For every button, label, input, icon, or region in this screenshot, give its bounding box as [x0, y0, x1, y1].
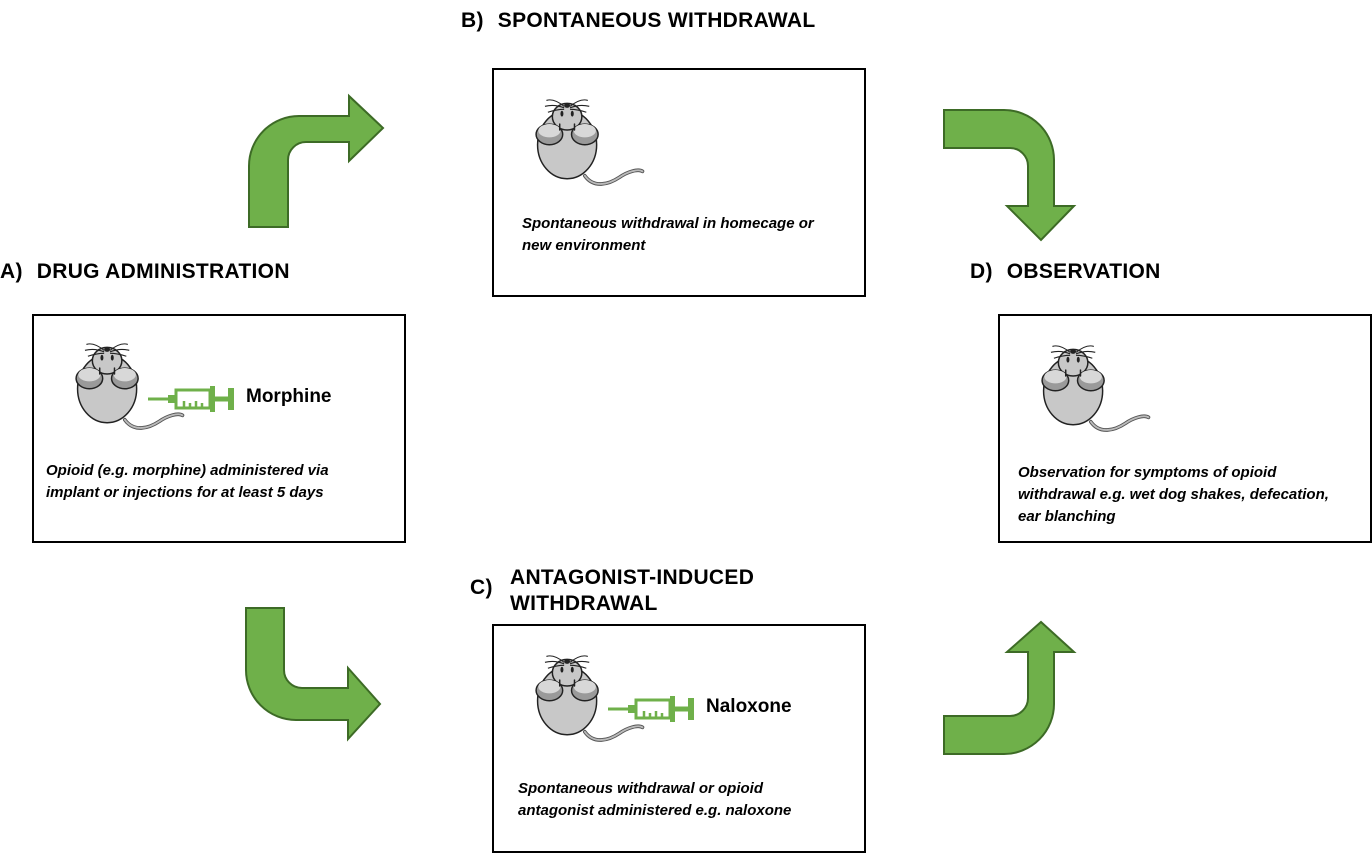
drug-administration-box: Morphine Opioid (e.g. morphine) administ… [32, 314, 406, 543]
section-a-caption-line2: implant or injections for at least 5 day… [46, 484, 324, 501]
section-c-caption-line2: antagonist administered e.g. naloxone [518, 802, 792, 819]
syringe-icon [148, 384, 238, 414]
section-b-caption-line1: Spontaneous withdrawal in homecage or [522, 215, 814, 232]
section-d-caption-line3: ear blanching [1018, 508, 1116, 525]
drug-label-morphine: Morphine [246, 386, 332, 407]
section-b-title: B) SPONTANEOUS WITHDRAWAL [461, 8, 815, 34]
section-a-title: A) DRUG ADMINISTRATION [0, 259, 290, 285]
section-b-caption-line2: new environment [522, 237, 646, 254]
section-d-caption: Observation for symptoms of opioid withd… [1018, 462, 1329, 528]
section-c-caption-line1: Spontaneous withdrawal or opioid [518, 780, 764, 797]
section-d-letter: D) [970, 260, 993, 283]
section-d-title-text: OBSERVATION [1006, 260, 1161, 283]
section-c-title-line1: ANTAGONIST-INDUCED [510, 566, 755, 589]
section-c-title-line2: WITHDRAWAL [510, 592, 658, 615]
mouse-icon [534, 96, 646, 192]
section-c-title: C) ANTAGONIST-INDUCED WITHDRAWAL [470, 565, 754, 617]
curved-arrow-icon [248, 93, 385, 228]
section-a-title-text: DRUG ADMINISTRATION [36, 260, 290, 283]
section-b-title-text: SPONTANEOUS WITHDRAWAL [497, 9, 816, 32]
section-d-caption-line1: Observation for symptoms of opioid [1018, 464, 1277, 481]
section-c-letter: C) [470, 576, 493, 599]
section-a-letter: A) [0, 260, 23, 283]
section-b-caption: Spontaneous withdrawal in homecage or ne… [522, 213, 814, 257]
curved-arrow-icon [943, 109, 1077, 242]
section-a-caption: Opioid (e.g. morphine) administered via … [46, 460, 329, 504]
section-c-caption: Spontaneous withdrawal or opioid antagon… [518, 778, 791, 822]
antagonist-induced-withdrawal-box: Naloxone Spontaneous withdrawal or opioi… [492, 624, 866, 853]
observation-box: Observation for symptoms of opioid withd… [998, 314, 1372, 543]
section-b-letter: B) [461, 9, 484, 32]
section-d-title: D) OBSERVATION [970, 259, 1161, 285]
drug-label-naloxone: Naloxone [706, 696, 792, 717]
curved-arrow-icon [245, 607, 382, 742]
syringe-icon [608, 694, 698, 724]
section-d-caption-line2: withdrawal e.g. wet dog shakes, defecati… [1018, 486, 1329, 503]
curved-arrow-icon [943, 620, 1077, 755]
section-a-caption-line1: Opioid (e.g. morphine) administered via [46, 462, 329, 479]
mouse-icon [1040, 342, 1152, 438]
spontaneous-withdrawal-box: Spontaneous withdrawal in homecage or ne… [492, 68, 866, 297]
